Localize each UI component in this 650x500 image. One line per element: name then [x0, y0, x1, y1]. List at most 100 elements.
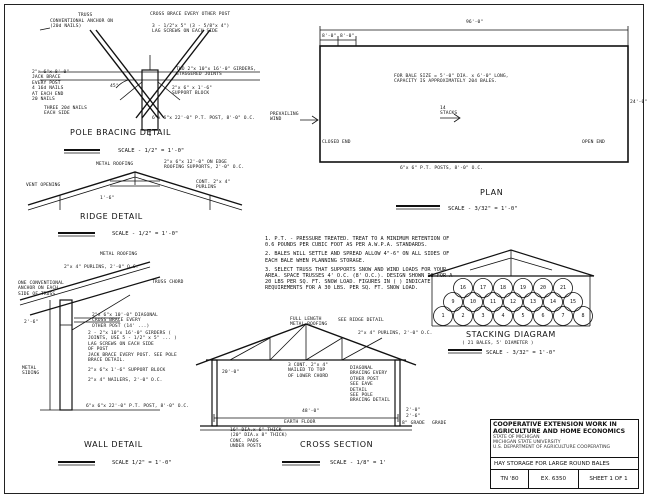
label-wall-post: 6"x 6"x 22'-0" P.T. POST, 8'-0" O.C. — [86, 404, 190, 409]
label-cont-purlin: CONT. 2"x 4" PURLINS — [196, 180, 231, 191]
label-cs-span: 48'-0" — [302, 409, 320, 414]
label-cs-height: 20'-0" — [222, 370, 240, 375]
bale-number: 11 — [489, 299, 497, 305]
bale-number: 17 — [479, 285, 487, 291]
label-ridge-dim: 1'-6" — [100, 196, 115, 201]
bale-number: 18 — [499, 285, 507, 291]
plan-posts: 6"x 6" P.T. POSTS, 8'-0" O.C. — [400, 166, 484, 171]
label-earth-floor: EARTH FLOOR — [284, 420, 316, 425]
bale-number: 8 — [581, 313, 585, 319]
bale-circle — [533, 278, 553, 298]
stacking-title: STACKING DIAGRAM — [466, 330, 556, 339]
label-grade: GRADE — [432, 421, 447, 426]
bale-circle — [503, 292, 523, 312]
bale-circle — [473, 306, 493, 326]
stacking-scale: SCALE - 3/32" = 1'-0" — [486, 350, 556, 356]
label-girders: TWO 2"x 10"x 16'-0" GIRDERS, STAGGERED J… — [176, 67, 257, 78]
label-conventional-anchor: CONVENTIONAL ANCHOR ON (20d NAILS) — [50, 19, 114, 30]
plan-width-dim: 96'-0" — [466, 20, 484, 25]
bale-number: 7 — [561, 313, 565, 319]
org-name: COOPERATIVE EXTENSION WORK IN AGRICULTUR… — [493, 421, 626, 435]
label-lag-screws: 3 - 1/2"x 5" (3 - 5/8"x 4") LAG SCREWS O… — [152, 24, 230, 35]
bale-circle — [573, 306, 593, 326]
label-wall-dim: 2'-6" — [24, 320, 39, 325]
ridge-title: RIDGE DETAIL — [80, 212, 143, 221]
title-block-org: COOPERATIVE EXTENSION WORK IN AGRICULTUR… — [491, 420, 638, 458]
bale-number: 6 — [541, 313, 545, 319]
bale-circle — [453, 278, 473, 298]
wall-scale: SCALE 1/2" = 1'-0" — [112, 460, 172, 466]
bale-circle — [433, 306, 453, 326]
plan-bay-dim-2: 8'-0" — [340, 34, 355, 39]
plan-stacks: 14 STACKS — [440, 106, 458, 117]
plan-drawing — [300, 26, 629, 210]
bale-number: 14 — [549, 299, 557, 305]
plan-scale: SCALE - 3/32" = 1'-0" — [448, 206, 518, 212]
bale-circle — [453, 306, 473, 326]
label-vent-opening: VENT OPENING — [26, 183, 61, 188]
label-nails-each-side: THREE 20d NAILS EACH SIDE — [44, 106, 87, 117]
bale-number: 16 — [459, 285, 467, 291]
bale-circle — [493, 278, 513, 298]
drawing-title: HAY STORAGE FOR LARGE ROUND BALES — [491, 458, 638, 470]
label-dim-b: 2'-6" — [406, 414, 421, 419]
label-angle: 45° — [110, 84, 119, 89]
pole-bracing-scale: SCALE - 1/2" = 1'-0" — [118, 148, 185, 154]
cross-section-scale: SCALE - 1/8" = 1' — [330, 460, 387, 466]
bale-circle — [513, 306, 533, 326]
label-dim-c: 8" GRADE — [402, 421, 425, 426]
plan-open-end: OPEN END — [582, 140, 605, 145]
title-block: COOPERATIVE EXTENSION WORK IN AGRICULTUR… — [490, 419, 639, 489]
org-sub: STATE OF MICHIGAN MICHIGAN STATE UNIVERS… — [493, 435, 611, 450]
plan-side-dim: 24'-0" — [630, 100, 648, 105]
cross-section-drawing — [195, 323, 417, 466]
plan-capacity-note: FOR BALE SIZE = 5'-0" DIA. x 6'-0" LONG,… — [394, 74, 509, 85]
label-full-length: FULL LENGTH METAL ROOFING — [290, 317, 328, 328]
label-wall-purlins: 2"x 4" PURLINS, 2'-0" O.C. — [64, 265, 139, 270]
label-cont-2x4: 3 CONT. 2"x 4" NAILED TO TOP OF LOWER CH… — [288, 363, 329, 379]
bale-circle — [493, 306, 513, 326]
ridge-drawing — [27, 171, 243, 237]
plan-closed-end: CLOSED END — [322, 140, 351, 145]
label-post-pads: 16" DIA.x 6" THICK (20" DIA.x 8" THICK) … — [230, 428, 288, 450]
bale-number: 21 — [559, 285, 567, 291]
plan-prevailing-wind: PREVAILING WIND — [270, 112, 299, 123]
stacking-subtitle: ( 21 BALES, 5' DIAMETER ) — [462, 341, 534, 346]
bale-circle — [443, 292, 463, 312]
bale-number: 2 — [461, 313, 465, 319]
bale-circle — [513, 278, 533, 298]
bale-circle — [533, 306, 553, 326]
wall-title: WALL DETAIL — [84, 440, 143, 449]
bale-circle — [553, 306, 573, 326]
bale-number: 1 — [441, 313, 445, 319]
label-support-block: 2"x 6" x 1'-6" SUPPORT BLOCK — [172, 86, 213, 97]
drawing-number: TN '80 — [491, 470, 529, 489]
drawing-sheet-count: SHEET 1 OF 1 — [589, 476, 628, 482]
label-dim-a: 2'-0" — [406, 408, 421, 413]
bale-circle — [553, 278, 573, 298]
pole-bracing-title: POLE BRACING DETAIL — [70, 128, 172, 137]
label-wall-girders: 2 - 2"x 10"x 16'-0" GIRDERS ( JOINTS, US… — [88, 331, 177, 353]
stacking-drawing — [427, 249, 595, 354]
bale-number: 19 — [519, 285, 527, 291]
bale-circle — [543, 292, 563, 312]
label-ridge-roofing: METAL ROOFING — [96, 162, 134, 167]
label-cs-diagonal: DIAGONAL BRACING EVERY OTHER POST SEE EA… — [350, 366, 388, 393]
label-metal-siding: METAL SIDING — [22, 366, 40, 377]
drawing-sheet — [4, 4, 644, 494]
bale-number: 3 — [481, 313, 485, 319]
bale-number: 13 — [529, 299, 537, 305]
bale-number: 10 — [469, 299, 477, 305]
bale-number: 5 — [521, 313, 525, 319]
note-2: 2. BALES WILL SETTLE AND SPREAD ALLOW 4"… — [265, 251, 450, 264]
general-notes: 1. P.T. - PRESSURE TREATED. TREAT TO A M… — [265, 236, 460, 295]
label-cross-brace: CROSS BRACE EVERY OTHER POST — [150, 12, 231, 17]
bale-number: 9 — [451, 299, 455, 305]
bale-circle — [523, 292, 543, 312]
plan-title: PLAN — [480, 188, 504, 197]
label-wall-jack-brace: JACK BRACE EVERY POST. SEE POLE BRACE DE… — [88, 353, 177, 364]
pole-bracing-drawing — [39, 27, 260, 154]
label-jack-brace: 2"x 6"x 8'-0" JACK BRACE EVERY POST 4 16… — [32, 70, 70, 103]
bale-circle — [473, 278, 493, 298]
